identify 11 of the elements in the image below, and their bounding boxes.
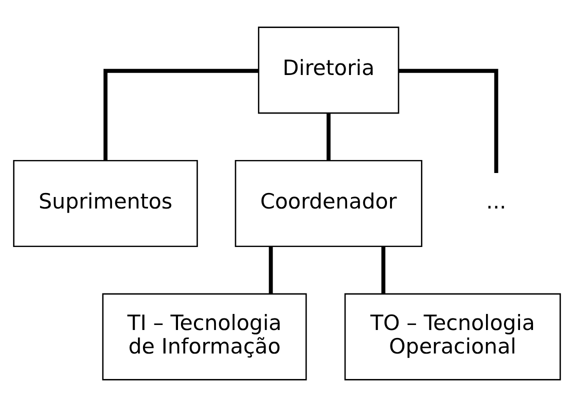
node-box: Diretoria xyxy=(258,26,400,114)
connector xyxy=(104,68,259,160)
connector xyxy=(268,246,273,294)
node-box: Coordenador xyxy=(234,160,422,248)
node-text: ... xyxy=(486,188,506,214)
connector xyxy=(381,246,386,294)
node-box: Suprimentos xyxy=(13,160,198,248)
node-box: TO – Tecnologia Operacional xyxy=(344,293,561,380)
node-box: TI – Tecnologia de Informação xyxy=(102,293,307,380)
connector xyxy=(398,68,498,174)
connector xyxy=(326,113,331,160)
